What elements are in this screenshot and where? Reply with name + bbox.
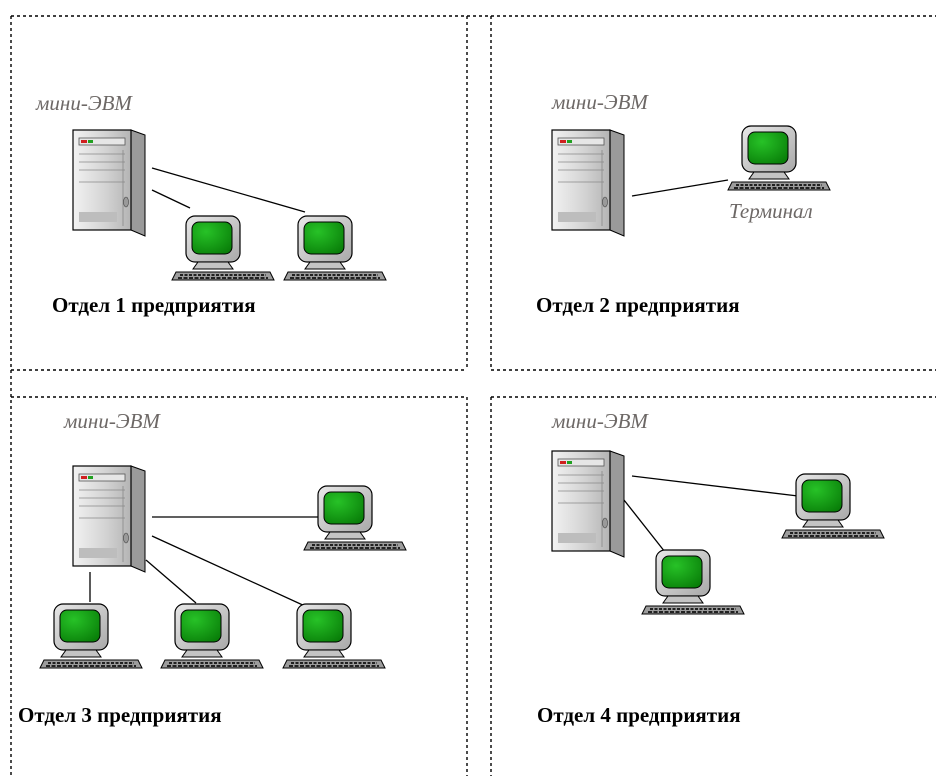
server-label: мини-ЭВМ	[35, 91, 133, 115]
server-label: мини-ЭВМ	[63, 409, 161, 433]
department-4-panel: мини-ЭВМ Отдел 4 предприятия	[537, 409, 885, 727]
minicomputer-tower-icon	[551, 450, 625, 558]
terminal-computer-icon	[171, 215, 275, 281]
terminal-computer-icon	[282, 603, 386, 669]
department-title: Отдел 2 предприятия	[536, 293, 740, 317]
minicomputer-tower-icon	[551, 129, 625, 237]
department-title: Отдел 4 предприятия	[537, 703, 741, 727]
network-link	[145, 559, 197, 604]
terminal-computer-icon	[283, 215, 387, 281]
department-2-panel: мини-ЭВМ Терминал Отдел 2 предприятия	[536, 90, 831, 317]
department-1-panel: мини-ЭВМ Отдел 1 предприятия	[35, 91, 387, 317]
terminal-computer-icon	[303, 485, 407, 551]
panel-borders	[10, 15, 936, 776]
department-title: Отдел 3 предприятия	[18, 703, 222, 727]
network-link	[151, 167, 306, 213]
department-3-panel: мини-ЭВМ Отдел 3 предприятия	[18, 409, 407, 727]
server-label: мини-ЭВМ	[551, 409, 649, 433]
network-link	[151, 189, 191, 209]
network-link	[623, 499, 666, 553]
minicomputer-tower-icon	[72, 129, 146, 237]
department-title: Отдел 1 предприятия	[52, 293, 256, 317]
terminal-computer-icon	[781, 473, 885, 539]
terminal-computer-icon	[39, 603, 143, 669]
minicomputer-tower-icon	[72, 465, 146, 573]
terminal-computer-icon	[641, 549, 745, 615]
network-link	[631, 179, 729, 197]
terminal-computer-icon	[727, 125, 831, 191]
terminal-label: Терминал	[729, 199, 813, 223]
network-link	[151, 535, 319, 613]
terminal-computer-icon	[160, 603, 264, 669]
network-link	[631, 475, 799, 497]
server-label: мини-ЭВМ	[551, 90, 649, 114]
